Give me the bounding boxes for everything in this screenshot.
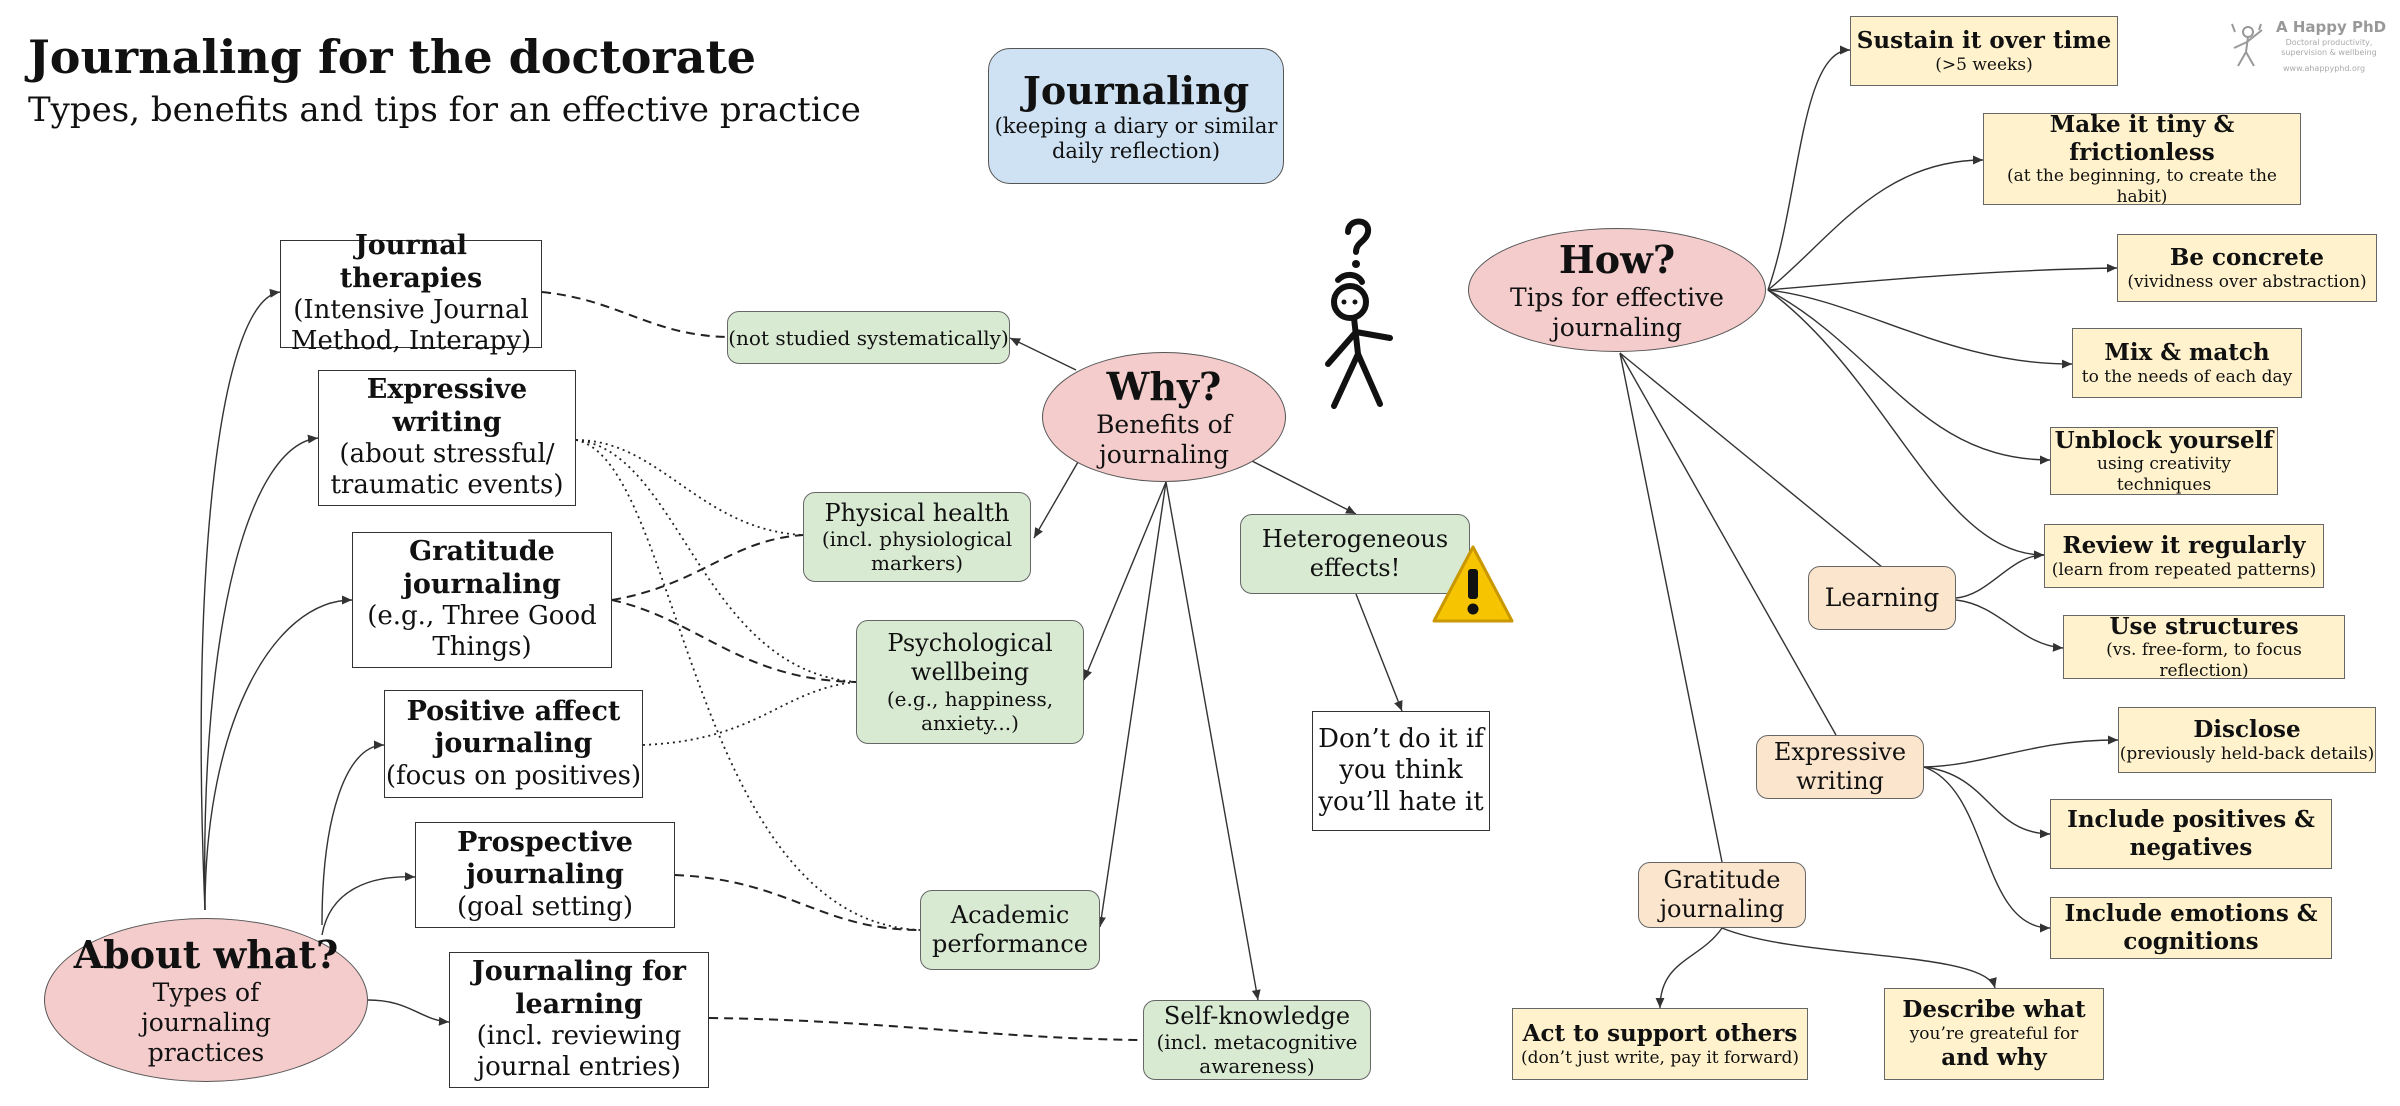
- edge-why-selfknowledge: [1165, 481, 1261, 1001]
- edge-gratitude-describe: [1721, 927, 1997, 989]
- edge-expressive-disclose: [1923, 735, 2119, 768]
- edge-how-concrete: [1767, 263, 2118, 291]
- edge-learning-structures: [1955, 599, 2064, 652]
- logo-tagline: Doctoral productivity,supervision & well…: [2281, 38, 2377, 58]
- confused-stick-figure-icon: [1325, 218, 1393, 409]
- benefit-academic-performance: Academic performance: [920, 890, 1100, 970]
- edge-about-positive: [321, 740, 385, 926]
- logo-url: www.ahappyphd.org: [2283, 64, 2366, 73]
- edge-about-learning: [367, 999, 450, 1026]
- page-title: Journaling for the doctorate: [28, 30, 756, 84]
- edge-about-gratitude: [204, 595, 353, 911]
- dash-prospective-academic: [674, 874, 921, 931]
- edge-about-expressive: [203, 434, 319, 911]
- tip-unblock-yourself: Unblock yourself using creativity techni…: [2050, 427, 2278, 495]
- tip-be-concrete: Be concrete (vividness over abstraction): [2117, 234, 2377, 302]
- benefit-self-knowledge: Self-knowledge (incl. metacognitive awar…: [1143, 1000, 1371, 1080]
- edge-about-prospective: [321, 872, 416, 936]
- tip-disclose: Disclose (previously held-back details): [2118, 707, 2376, 773]
- type-positive-affect: Positive affect journaling (focus on pos…: [384, 690, 643, 798]
- dont-do-it-note: Don’t do it if you think you’ll hate it: [1312, 711, 1490, 831]
- benefit-not-studied: (not studied systematically): [727, 311, 1010, 364]
- type-prospective-journaling: Prospective journaling (goal setting): [415, 822, 675, 928]
- dash-therapies-notstudied: [541, 291, 728, 338]
- dash-gratitude-physical: [611, 534, 804, 601]
- why-node: Why? Benefits of journaling: [1042, 352, 1286, 482]
- logo: A Happy PhD Doctoral productivity,superv…: [2228, 18, 2388, 80]
- tip-act-support-others: Act to support others (don’t just write,…: [1512, 1008, 1808, 1080]
- warning-triangle-icon: [1432, 545, 1514, 623]
- edge-expressive-posneg: [1923, 766, 2051, 839]
- edge-why-psychological: [1083, 481, 1167, 681]
- type-expressive-writing: Expressive writing (about stressful/ tra…: [318, 370, 576, 506]
- edge-how-gratitude: [1619, 352, 1723, 863]
- about-what-node: About what? Types of journaling practice…: [44, 918, 368, 1082]
- edge-why-notstudied: [1009, 337, 1077, 371]
- edge-learning-review: [1955, 550, 2045, 599]
- edge-how-learning: [1619, 352, 1883, 568]
- dot-expressive-psychological: [575, 439, 857, 683]
- edge-how-expressive: [1619, 352, 1837, 736]
- subtip-gratitude-journaling: Gratitude journaling: [1638, 862, 1806, 928]
- edge-heterogeneous-dont: [1355, 593, 1403, 712]
- subtip-learning: Learning: [1808, 566, 1956, 630]
- edge-how-review: [1767, 289, 2045, 560]
- tip-review-regularly: Review it regularly (learn from repeated…: [2044, 524, 2324, 588]
- how-node: How? Tips for effective journaling: [1468, 228, 1766, 352]
- stick-figure-logo-icon: [2231, 23, 2263, 67]
- dot-positive-psychological: [642, 681, 857, 746]
- type-gratitude-journaling: Gratitude journaling (e.g., Three Good T…: [352, 532, 612, 668]
- benefit-physical-health: Physical health (incl. physiological mar…: [803, 492, 1031, 582]
- tip-tiny-frictionless: Make it tiny & frictionless (at the begi…: [1983, 111, 2301, 207]
- logo-title: A Happy PhD: [2276, 18, 2387, 36]
- dot-expressive-physical: [575, 439, 804, 536]
- edge-why-heterogeneous: [1249, 459, 1357, 515]
- journaling-node: Journaling (keeping a diary or similar d…: [988, 48, 1284, 184]
- tip-sustain: Sustain it over time (>5 weeks): [1850, 16, 2118, 86]
- type-journal-therapies: Journal therapies (Intensive Journal Met…: [280, 230, 542, 356]
- tip-mix-match: Mix & match to the needs of each day: [2072, 328, 2302, 398]
- heterogeneous-effects-node: Heterogeneous effects!: [1240, 514, 1470, 594]
- edge-how-unblock: [1767, 289, 2051, 465]
- edge-how-sustain: [1767, 45, 1851, 291]
- edge-expressive-emotions: [1923, 766, 2051, 933]
- tip-describe-what: Describe what you’re greateful for and w…: [1884, 988, 2104, 1080]
- edge-why-physical: [1033, 461, 1079, 539]
- edge-about-therapies: [200, 288, 281, 911]
- type-journaling-for-learning: Journaling for learning (incl. reviewing…: [449, 952, 709, 1088]
- page-subtitle: Types, benefits and tips for an effectiv…: [28, 90, 861, 130]
- edge-how-tiny: [1767, 155, 1984, 291]
- benefit-psychological-wellbeing: Psychological wellbeing (e.g., happiness…: [856, 620, 1084, 744]
- subtip-expressive-writing: Expressive writing: [1756, 735, 1924, 799]
- tip-emotions-cognitions: Include emotions & cognitions: [2050, 897, 2332, 959]
- tip-use-structures: Use structures (vs. free-form, to focus …: [2063, 613, 2345, 681]
- edge-how-mix: [1767, 289, 2073, 369]
- tip-positives-negatives: Include positives & negatives: [2050, 799, 2332, 869]
- dash-learning-selfknowledge: [708, 1017, 1144, 1041]
- edge-why-academic: [1097, 481, 1167, 928]
- edge-gratitude-act: [1655, 927, 1723, 1009]
- dash-gratitude-psychological: [611, 599, 857, 683]
